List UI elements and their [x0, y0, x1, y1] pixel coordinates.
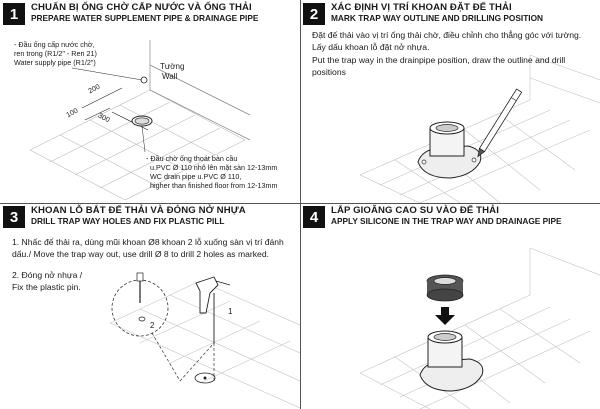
step-3-text-2: 2. Đóng nở nhựa /: [12, 270, 83, 280]
step-2-panel: 2 XÁC ĐỊNH VỊ TRÍ KHOAN ĐẶT ĐẾ THẢI MARK…: [300, 0, 600, 203]
callout-2: 2: [150, 321, 155, 330]
step-2-number: 2: [303, 3, 325, 25]
step-3-text-2b: Fix the plastic pin.: [12, 282, 81, 292]
vertical-divider: [300, 0, 301, 409]
supply-label-vi: - Đầu ống cấp nước chờ,: [14, 40, 95, 49]
drain-label-en2: higher than finished floor from 12-13mm: [150, 181, 278, 190]
step-2-illustration: [359, 54, 600, 203]
step-3-number: 3: [3, 206, 25, 228]
step-1-title-vi: CHUẨN BỊ ỐNG CHỜ CẤP NƯỚC VÀ ỐNG THẢI: [31, 2, 252, 13]
step-1-illustration: [29, 40, 251, 201]
step-3-text-1: 1. Nhấc đế thải ra, dùng mũi khoan Ø8 kh…: [12, 237, 284, 259]
drain-label-vi: - Đầu chờ ống thoát bàn cầu: [146, 154, 238, 163]
step-1-panel: 1 CHUẨN BỊ ỐNG CHỜ CẤP NƯỚC VÀ ỐNG THẢI …: [0, 0, 300, 203]
step-2-text-en: Put the trap way in the drainpipe positi…: [312, 55, 566, 77]
step-2-title-vi: XÁC ĐỊNH VỊ TRÍ KHOAN ĐẶT ĐẾ THẢI: [331, 2, 512, 13]
supply-label-en: Water supply pipe (R1/2"): [14, 58, 96, 67]
step-4-title-en: APPLY SILICONE IN THE TRAP WAY AND DRAIN…: [331, 216, 562, 226]
step-3-illustration: [109, 272, 300, 409]
step-4-panel: 4 LẮP GIOĂNG CAO SU VÀO ĐẾ THẢI APPLY SI…: [300, 203, 600, 409]
step-3-title-vi: KHOAN LỖ BẮT ĐẾ THẢI VÀ ĐÓNG NỞ NHỰA: [31, 205, 246, 216]
drain-label-vi2: u.PVC Ø 110 nhô lên mặt sàn 12-13mm: [150, 163, 278, 172]
step-2-title-en: MARK TRAP WAY OUTLINE AND DRILLING POSIT…: [331, 13, 544, 23]
step-3-title-en: DRILL TRAP WAY HOLES AND FIX PLASTIC PIL…: [31, 216, 225, 226]
horizontal-divider: [0, 203, 600, 204]
supply-label-vi2: ren trong (R1/2" - Ren 21): [14, 49, 97, 58]
step-2-text-vi: Đặt đế thải vào vị trí ống thải chờ, điề…: [312, 30, 582, 52]
step-4-number: 4: [303, 206, 325, 228]
step-1-title-en: PREPARE WATER SUPPLEMENT PIPE & DRAINAGE…: [31, 13, 259, 23]
step-4-title-vi: LẮP GIOĂNG CAO SU VÀO ĐẾ THẢI: [331, 205, 499, 216]
callout-1: 1: [228, 307, 233, 316]
step-4-illustration: [359, 247, 600, 409]
step-3-panel: 3 KHOAN LỖ BẮT ĐẾ THẢI VÀ ĐÓNG NỞ NHỰA D…: [0, 203, 300, 409]
wall-label-en: Wall: [162, 72, 178, 81]
step-1-number: 1: [3, 3, 25, 25]
wall-label-vi: Tường: [160, 62, 185, 71]
drain-label-en: WC drain pipe u.PVC Ø 110,: [150, 172, 242, 181]
